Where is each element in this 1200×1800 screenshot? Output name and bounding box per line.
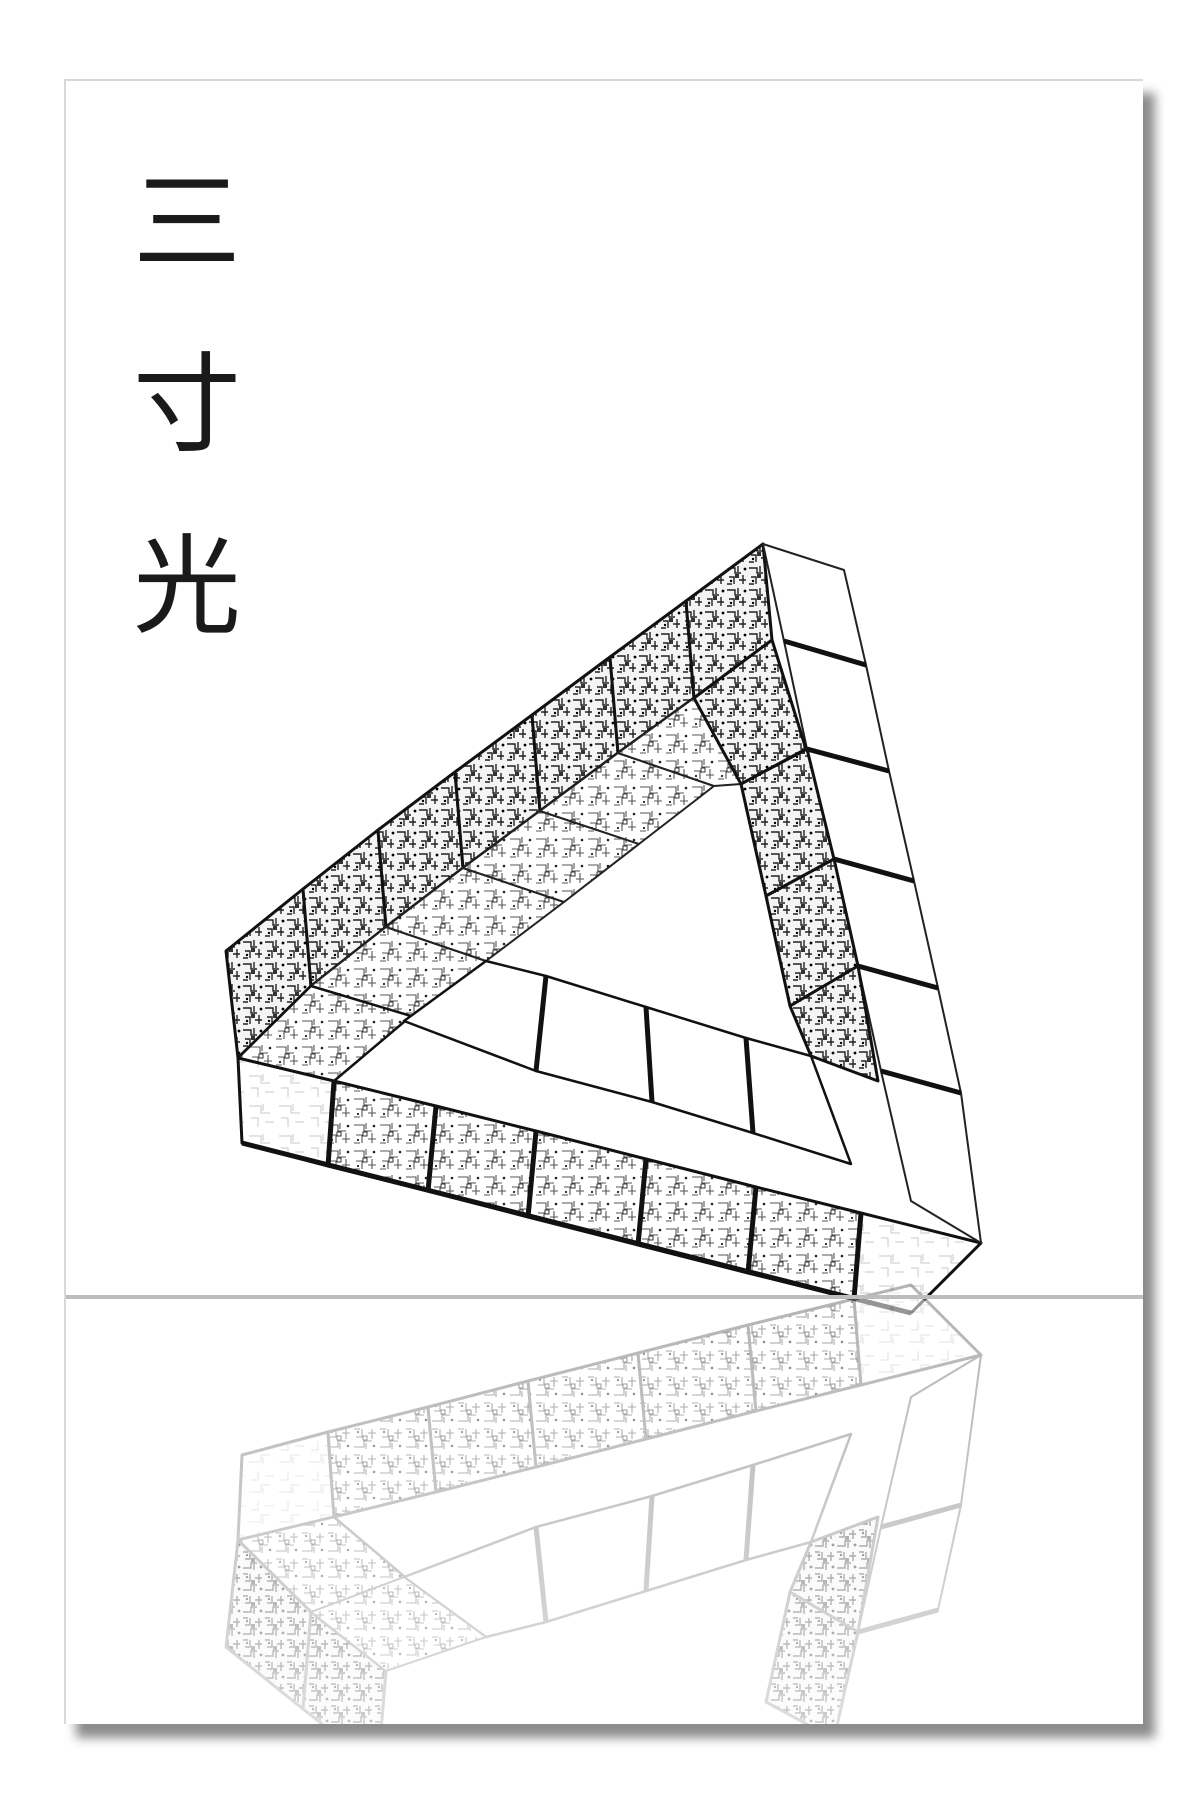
bottom-arm-front-faces [236, 1056, 983, 1315]
title-char-3: 光 [132, 525, 241, 650]
title-char-2: 寸 [132, 343, 241, 468]
poster: 三 寸 光 [64, 79, 1143, 1724]
penrose-triangle-illustration [66, 542, 1143, 1724]
right-arm-outer-faces [762, 543, 982, 1244]
horizon-line [66, 1295, 1143, 1299]
cube-edges [241, 638, 962, 1316]
reflection-fade [66, 1299, 1143, 1724]
title-char-1: 三 [132, 161, 241, 286]
vertical-title: 三 寸 光 [122, 133, 252, 679]
right-arm-dark-faces [692, 638, 880, 1083]
penrose-triangle [224, 542, 983, 1316]
